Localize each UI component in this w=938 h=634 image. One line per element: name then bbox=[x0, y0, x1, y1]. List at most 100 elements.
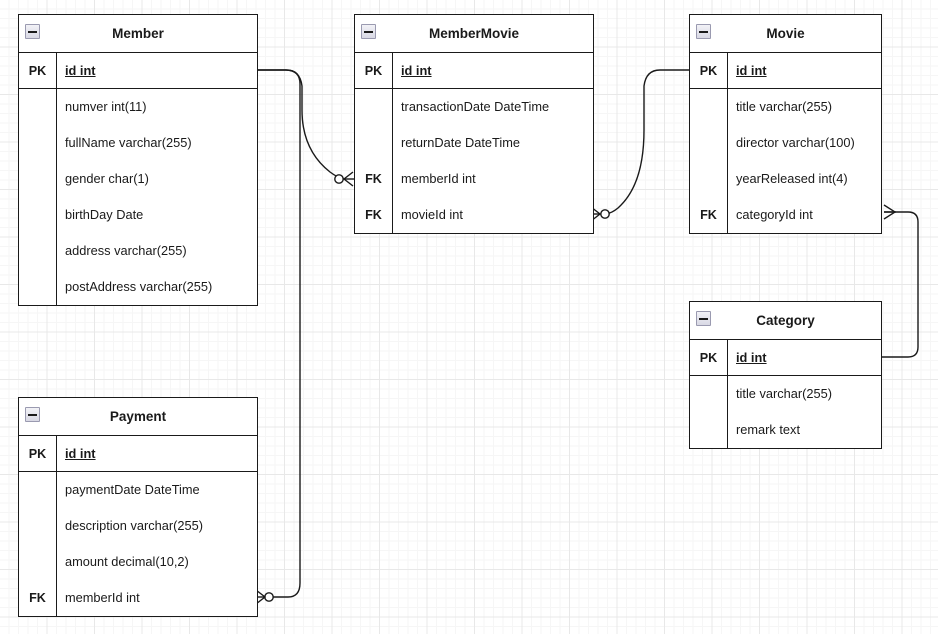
attribute-name: birthDay Date bbox=[65, 207, 144, 222]
relationship-movie-membermovie bbox=[590, 69, 689, 222]
entity-movie[interactable]: Movie PK id int title varchar(255) direc… bbox=[689, 14, 882, 234]
attribute-row[interactable]: fullName varchar(255) bbox=[19, 125, 257, 161]
attribute-name: movieId int bbox=[401, 207, 463, 222]
attribute-row[interactable]: director varchar(100) bbox=[690, 125, 881, 161]
entity-payment[interactable]: Payment PK id int paymentDate DateTime d… bbox=[18, 397, 258, 617]
key-badge bbox=[690, 125, 727, 161]
attribute-name: transactionDate DateTime bbox=[401, 99, 550, 114]
key-badge: PK bbox=[28, 64, 47, 78]
attribute-name: id int bbox=[65, 63, 96, 78]
entity-attribute-list: PK id int transactionDate DateTime retur… bbox=[355, 53, 593, 233]
attribute-name: paymentDate DateTime bbox=[65, 482, 200, 497]
attribute-row[interactable]: paymentDate DateTime bbox=[19, 472, 257, 508]
entity-title-bar: Member bbox=[19, 15, 257, 53]
attribute-row[interactable]: birthDay Date bbox=[19, 197, 257, 233]
attribute-name: id int bbox=[65, 446, 96, 461]
attribute-row[interactable]: transactionDate DateTime bbox=[355, 89, 593, 125]
key-badge bbox=[19, 161, 56, 197]
key-badge bbox=[690, 161, 727, 197]
key-badge: FK bbox=[365, 172, 382, 186]
minus-square-icon[interactable] bbox=[25, 407, 40, 422]
entity-name: Payment bbox=[109, 409, 167, 424]
key-badge: PK bbox=[699, 351, 718, 365]
zero-marker-icon bbox=[600, 209, 610, 219]
attribute-name: memberId int bbox=[401, 171, 476, 186]
attribute-name: yearReleased int(4) bbox=[736, 171, 848, 186]
crows-foot-icon bbox=[342, 171, 354, 187]
attribute-row[interactable]: returnDate DateTime bbox=[355, 125, 593, 161]
attribute-row[interactable]: PK id int bbox=[690, 340, 881, 376]
attribute-row[interactable]: title varchar(255) bbox=[690, 376, 881, 412]
key-badge bbox=[19, 233, 56, 269]
column-divider bbox=[56, 436, 58, 616]
key-badge bbox=[690, 412, 727, 448]
key-badge bbox=[19, 544, 56, 580]
key-badge: PK bbox=[699, 64, 718, 78]
key-badge: PK bbox=[364, 64, 383, 78]
attribute-name: title varchar(255) bbox=[736, 99, 833, 114]
attribute-row[interactable]: PK id int bbox=[690, 53, 881, 89]
key-badge bbox=[19, 508, 56, 544]
entity-title-bar: Payment bbox=[19, 398, 257, 436]
entity-attribute-list: PK id int numver int(11) fullName varcha… bbox=[19, 53, 257, 305]
attribute-name: description varchar(255) bbox=[65, 518, 203, 533]
relationship-member-payment bbox=[255, 69, 301, 605]
attribute-row[interactable]: PK id int bbox=[19, 436, 257, 472]
column-divider bbox=[727, 340, 729, 448]
attribute-row[interactable]: PK id int bbox=[19, 53, 257, 89]
attribute-name: remark text bbox=[736, 422, 800, 437]
relationship-movie-category bbox=[882, 204, 919, 358]
key-badge bbox=[355, 89, 392, 125]
key-badge bbox=[19, 269, 56, 305]
attribute-row[interactable]: title varchar(255) bbox=[690, 89, 881, 125]
entity-name: Category bbox=[756, 313, 815, 328]
entity-title-bar: Category bbox=[690, 302, 881, 340]
minus-square-icon[interactable] bbox=[361, 24, 376, 39]
attribute-row[interactable]: FK categoryId int bbox=[690, 197, 881, 233]
entity-membermovie[interactable]: MemberMovie PK id int transactionDate Da… bbox=[354, 14, 594, 234]
attribute-row[interactable]: numver int(11) bbox=[19, 89, 257, 125]
attribute-row[interactable]: postAddress varchar(255) bbox=[19, 269, 257, 305]
attribute-row[interactable]: address varchar(255) bbox=[19, 233, 257, 269]
key-badge bbox=[19, 89, 56, 125]
relationship-member-membermovie bbox=[258, 69, 354, 187]
column-divider bbox=[56, 53, 58, 305]
entity-title-bar: MemberMovie bbox=[355, 15, 593, 53]
attribute-row[interactable]: gender char(1) bbox=[19, 161, 257, 197]
attribute-name: categoryId int bbox=[736, 207, 813, 222]
column-divider bbox=[392, 53, 394, 233]
attribute-name: gender char(1) bbox=[65, 171, 149, 186]
minus-square-icon[interactable] bbox=[25, 24, 40, 39]
key-badge bbox=[19, 197, 56, 233]
attribute-name: id int bbox=[736, 63, 767, 78]
entity-name: Member bbox=[112, 26, 164, 41]
attribute-name: memberId int bbox=[65, 590, 140, 605]
attribute-row[interactable]: FK movieId int bbox=[355, 197, 593, 233]
entity-category[interactable]: Category PK id int title varchar(255) re… bbox=[689, 301, 882, 449]
attribute-row[interactable]: amount decimal(10,2) bbox=[19, 544, 257, 580]
attribute-name: id int bbox=[401, 63, 432, 78]
key-badge: PK bbox=[28, 447, 47, 461]
key-badge: FK bbox=[29, 591, 46, 605]
zero-marker-icon bbox=[334, 174, 344, 184]
attribute-row[interactable]: PK id int bbox=[355, 53, 593, 89]
column-divider bbox=[727, 53, 729, 233]
minus-square-icon[interactable] bbox=[696, 311, 711, 326]
attribute-row[interactable]: FK memberId int bbox=[19, 580, 257, 616]
zero-marker-icon bbox=[264, 592, 274, 602]
entity-title-bar: Movie bbox=[690, 15, 881, 53]
attribute-row[interactable]: yearReleased int(4) bbox=[690, 161, 881, 197]
attribute-row[interactable]: remark text bbox=[690, 412, 881, 448]
attribute-name: amount decimal(10,2) bbox=[65, 554, 189, 569]
entity-member[interactable]: Member PK id int numver int(11) fullName… bbox=[18, 14, 258, 306]
key-badge: FK bbox=[700, 208, 717, 222]
attribute-name: title varchar(255) bbox=[736, 386, 833, 401]
attribute-name: numver int(11) bbox=[65, 99, 147, 114]
key-badge bbox=[19, 125, 56, 161]
attribute-name: fullName varchar(255) bbox=[65, 135, 192, 150]
minus-square-icon[interactable] bbox=[696, 24, 711, 39]
attribute-row[interactable]: FK memberId int bbox=[355, 161, 593, 197]
key-badge bbox=[690, 376, 727, 412]
attribute-row[interactable]: description varchar(255) bbox=[19, 508, 257, 544]
